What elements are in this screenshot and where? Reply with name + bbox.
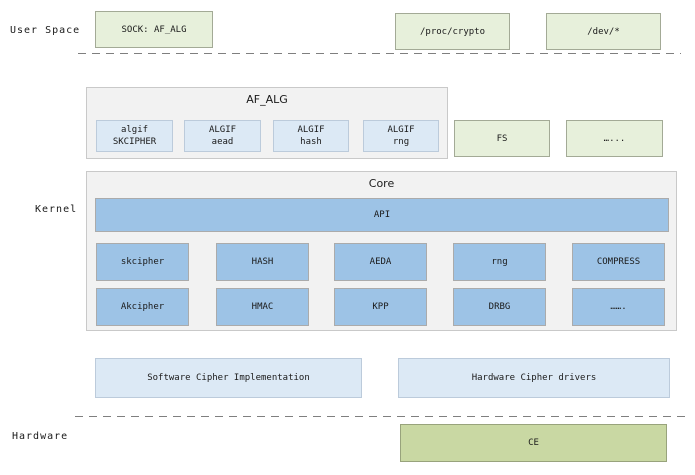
box-proc-crypto: /proc/crypto: [395, 13, 510, 50]
box-algif-aead-line2: aead: [211, 137, 234, 147]
box-algif-rng-line1: ALGIF: [387, 125, 415, 135]
box-skcipher: skcipher: [96, 243, 189, 281]
box-hash: HASH: [216, 243, 309, 281]
separator-kernel-hardware: [75, 416, 690, 418]
box-algif-aead-line1: ALGIF: [208, 125, 237, 135]
box-algif-skcipher: algif SKCIPHER: [96, 120, 173, 152]
box-sock-af-alg: SOCK: AF_ALG: [95, 11, 213, 48]
box-rng: rng: [453, 243, 546, 281]
box-fs: FS: [454, 120, 550, 157]
box-algif-hash: ALGIF hash: [273, 120, 349, 152]
box-compress: COMPRESS: [572, 243, 665, 281]
box-algif-skcipher-line2: SKCIPHER: [112, 137, 157, 147]
box-software-cipher-implementation: Software Cipher Implementation: [95, 358, 362, 398]
separator-user-space-kernel: [78, 53, 681, 55]
layer-label-hardware: Hardware: [12, 431, 69, 442]
core-title: Core: [368, 177, 395, 190]
box-api: API: [95, 198, 669, 232]
box-dev: /dev/*: [546, 13, 661, 50]
box-kernel-more: …...: [566, 120, 663, 157]
box-algif-rng-line2: rng: [392, 137, 410, 147]
box-akcipher: Akcipher: [96, 288, 189, 326]
box-algif-hash-line1: ALGIF: [297, 125, 325, 135]
box-algif-rng: ALGIF rng: [363, 120, 439, 152]
layer-label-kernel: Kernel: [35, 204, 78, 215]
layer-label-user-space: User Space: [10, 25, 81, 36]
af-alg-title: AF_ALG: [246, 93, 288, 106]
box-ce: CE: [400, 424, 667, 462]
box-core-more: …….: [572, 288, 665, 326]
box-drbg: DRBG: [453, 288, 546, 326]
box-hardware-cipher-drivers: Hardware Cipher drivers: [398, 358, 670, 398]
af-alg-container: AF_ALG algif SKCIPHER ALGIF aead ALGIF h…: [86, 87, 448, 159]
box-aeda: AEDA: [334, 243, 427, 281]
box-kpp: KPP: [334, 288, 427, 326]
box-hmac: HMAC: [216, 288, 309, 326]
core-container: Core API skcipher HASH AEDA rng COMPRESS…: [86, 171, 677, 331]
box-algif-aead: ALGIF aead: [184, 120, 261, 152]
box-algif-skcipher-line1: algif: [120, 125, 149, 135]
box-algif-hash-line2: hash: [300, 137, 322, 147]
